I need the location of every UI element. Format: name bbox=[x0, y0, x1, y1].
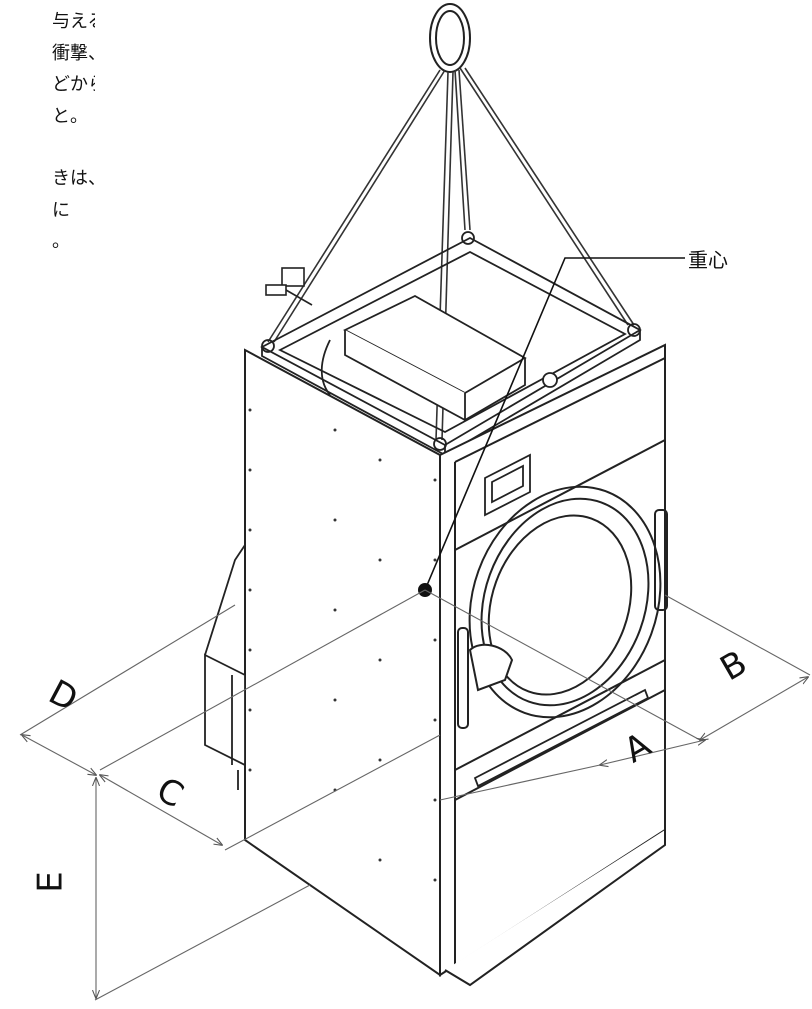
text-line: どから bbox=[52, 74, 95, 95]
instruction-text-block: 与える 衝撃、 どから と。 きは、 に 。 bbox=[0, 6, 95, 258]
text-line: 与える bbox=[52, 11, 95, 32]
gas-valve bbox=[265, 267, 313, 306]
machine-left-panel bbox=[244, 348, 441, 977]
text-line: きは、 bbox=[52, 168, 95, 189]
drum-door bbox=[457, 485, 668, 729]
top-frame bbox=[260, 231, 642, 457]
drawer-handle bbox=[473, 688, 650, 788]
top-electrical-box bbox=[320, 294, 558, 422]
exhaust-duct bbox=[204, 544, 246, 790]
panel-rivets bbox=[248, 408, 437, 882]
text-line: と。 bbox=[52, 105, 88, 127]
dimension-label-e: E bbox=[30, 871, 71, 893]
text-line: 。 bbox=[52, 231, 70, 252]
control-panel bbox=[484, 453, 531, 517]
center-of-gravity-label: 重心 bbox=[688, 248, 728, 272]
text-line: 衝撃、 bbox=[52, 42, 95, 64]
text-line: に bbox=[52, 199, 70, 221]
lifting-ring bbox=[429, 3, 471, 73]
dimension-lines bbox=[19, 589, 811, 1001]
